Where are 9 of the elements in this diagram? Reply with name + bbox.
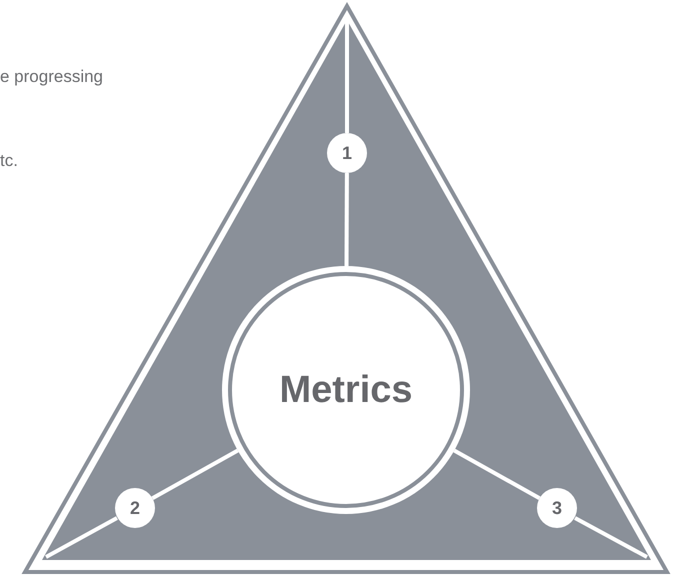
text-fragment: e progressing xyxy=(0,66,104,88)
text-fragment: tc. xyxy=(0,150,18,172)
connector-line xyxy=(453,448,541,500)
step-number: 1 xyxy=(342,142,352,164)
center-label: Metrics xyxy=(279,368,413,412)
connector-line xyxy=(151,448,239,500)
step-number: 3 xyxy=(552,496,562,520)
connector-line xyxy=(344,173,349,266)
step-number: 2 xyxy=(130,496,140,520)
